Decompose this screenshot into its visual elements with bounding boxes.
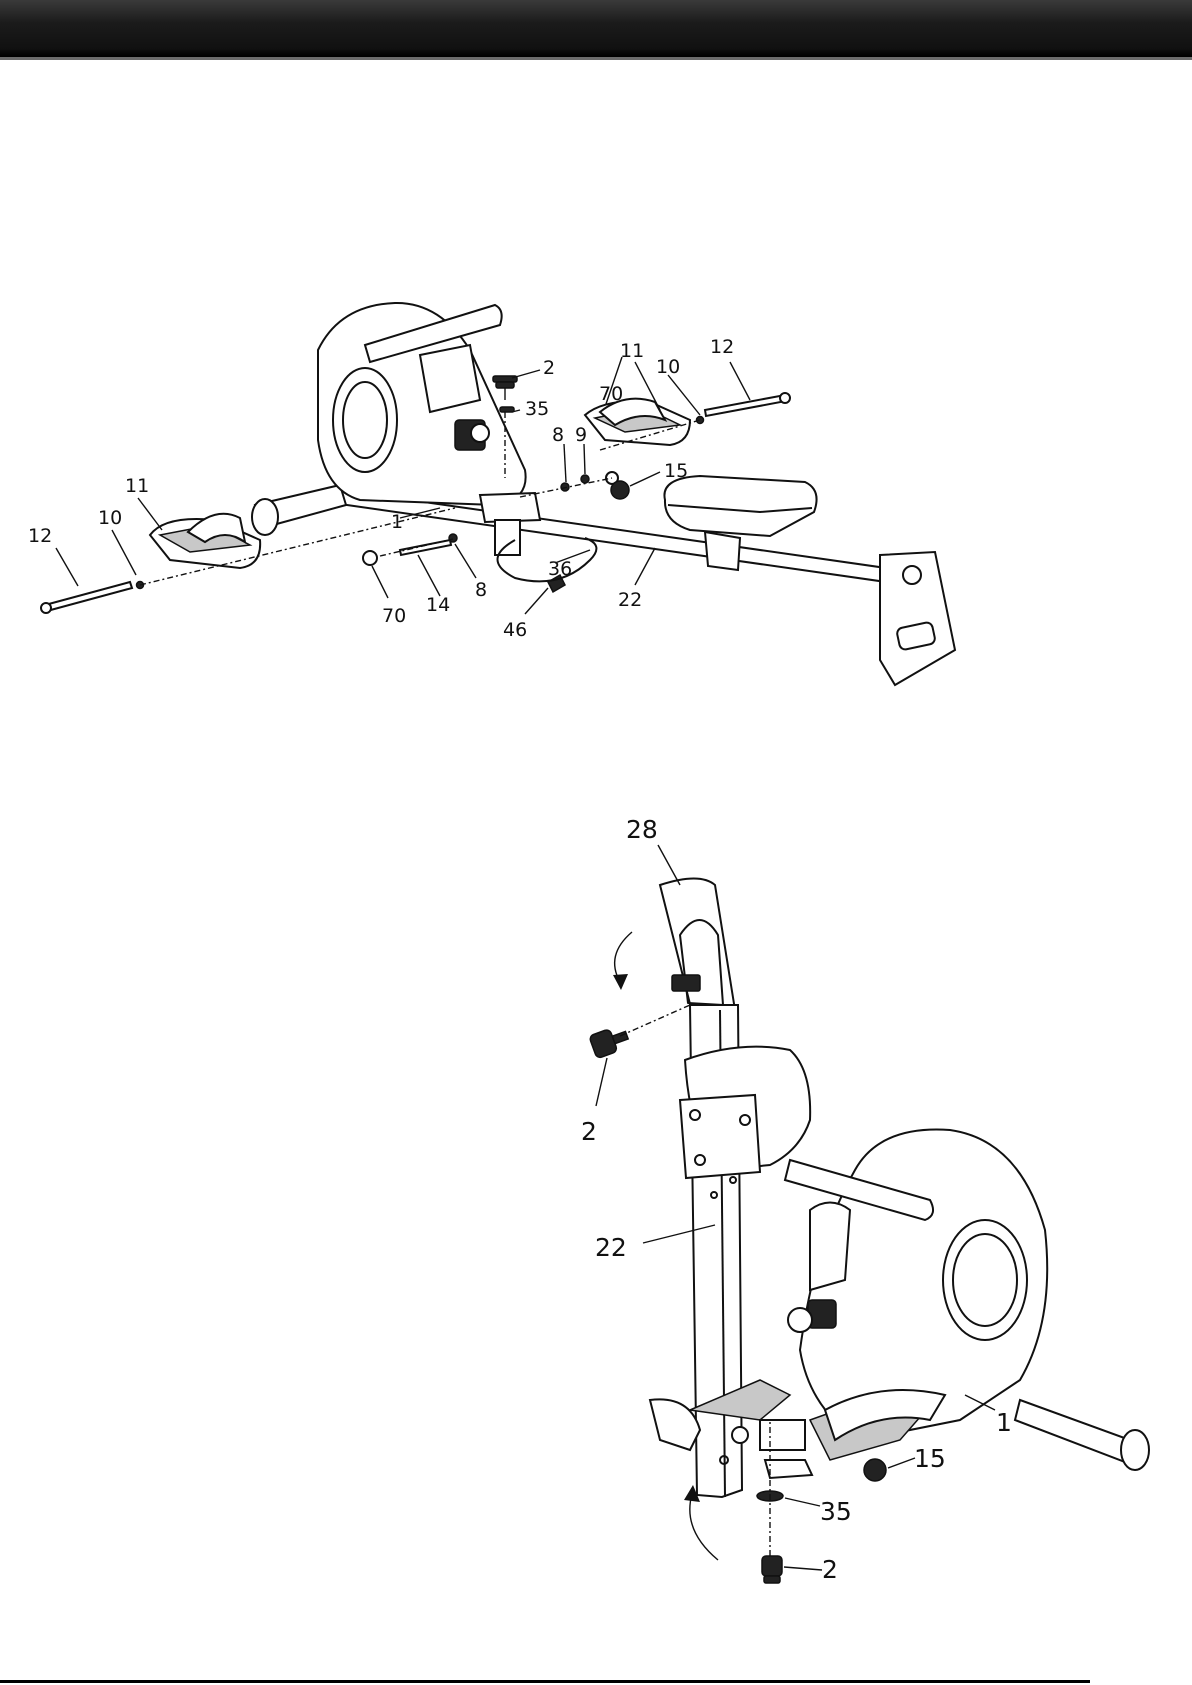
callout-8-lower: 8 [475, 579, 487, 601]
exploded-assembly-diagram: 12 10 11 2 35 70 11 10 12 8 9 15 1 70 14… [0, 280, 1192, 700]
callout-22-top: 22 [618, 589, 642, 611]
callout-1-top: 1 [391, 511, 403, 533]
callout-2-upper: 2 [581, 1117, 597, 1146]
callout-35-top: 35 [525, 398, 549, 420]
footer-line [0, 1680, 1090, 1683]
callout-46: 46 [503, 619, 527, 641]
callout-14: 14 [426, 594, 450, 616]
callout-10-right: 10 [656, 356, 680, 378]
callout-11-left: 11 [125, 475, 149, 497]
header-bar [0, 0, 1192, 60]
callout-70-right: 70 [599, 383, 623, 405]
callout-36: 36 [548, 558, 572, 580]
callout-10-left: 10 [98, 507, 122, 529]
callout-1-bottom: 1 [996, 1408, 1012, 1437]
folded-rower [589, 879, 1149, 1584]
callout-12-right: 12 [710, 336, 734, 358]
callout-11-right: 11 [620, 340, 644, 362]
callout-15-bottom: 15 [914, 1444, 946, 1473]
callout-2-lower: 2 [822, 1555, 838, 1584]
callout-22-bottom: 22 [595, 1233, 627, 1262]
rower-frame [41, 303, 955, 685]
callout-28: 28 [626, 815, 658, 844]
folding-diagram: 28 2 22 1 15 35 2 [0, 790, 1192, 1620]
callout-35-bottom: 35 [820, 1497, 852, 1526]
callout-70-left: 70 [382, 605, 406, 627]
callout-12-left: 12 [28, 525, 52, 547]
callout-8-upper: 8 [552, 424, 564, 446]
callout-15-top: 15 [664, 460, 688, 482]
callout-2-top: 2 [543, 357, 555, 379]
callout-9: 9 [575, 424, 587, 446]
